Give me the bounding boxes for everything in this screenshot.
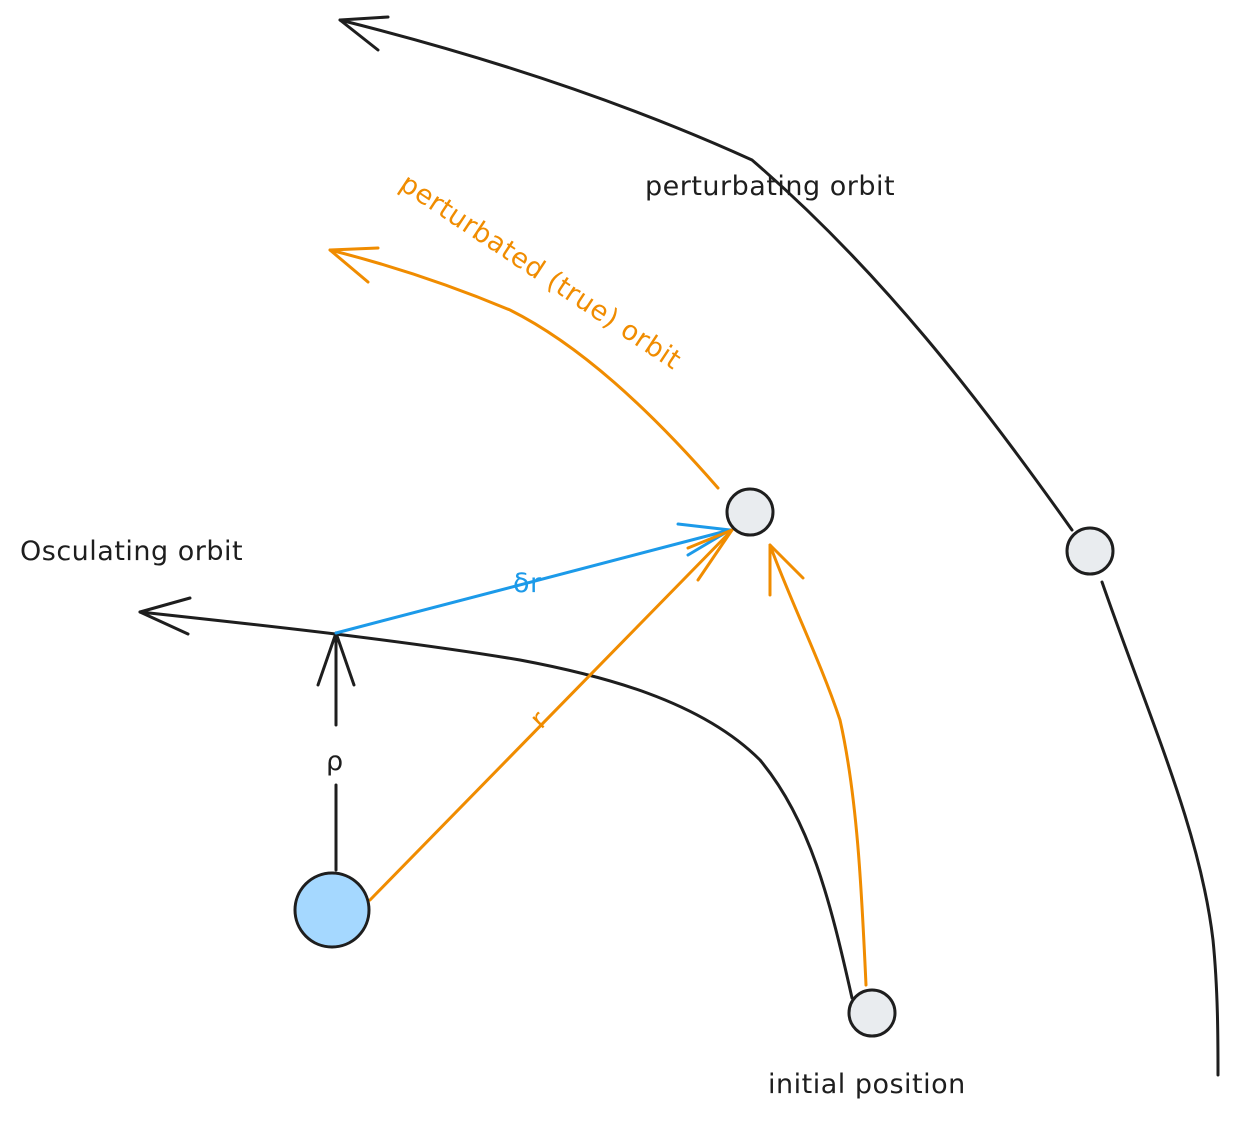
current-position-node	[725, 487, 775, 537]
perturbating-orbit-upper-curve	[338, 18, 1074, 532]
initial-position-label: initial position	[768, 1069, 966, 1100]
osculating-orbit	[138, 596, 854, 1000]
rho-label: ρ	[326, 746, 344, 777]
delta-r-label: δr	[513, 568, 542, 599]
perturbating-body-node	[1065, 526, 1115, 576]
perturbating-orbit-arrowhead	[338, 15, 390, 52]
osculating-orbit-curve	[138, 610, 854, 1000]
r-label: r	[524, 705, 554, 735]
central-body	[293, 871, 371, 949]
perturbated-orbit-label: perturbated (true) orbit	[394, 168, 686, 376]
delta-r-vector-line	[334, 528, 732, 635]
true-path-curve	[768, 543, 868, 987]
true-path-segment	[768, 543, 868, 987]
initial-position-node	[847, 988, 897, 1038]
true-path-arrowhead	[768, 543, 805, 597]
perturbated-orbit	[328, 246, 720, 490]
osculating-orbit-label: Osculating orbit	[20, 536, 243, 567]
perturbating-orbit-lower-curve	[1100, 580, 1220, 1077]
r-vector-arrowhead	[686, 528, 734, 582]
perturbated-orbit-arrowhead	[328, 246, 380, 284]
osculating-orbit-arrowhead	[138, 596, 192, 636]
r-vector-line	[368, 528, 734, 902]
perturbating-orbit	[338, 15, 1220, 1077]
perturbating-orbit-label: perturbating orbit	[645, 171, 895, 202]
r-vector	[368, 528, 734, 902]
perturbated-orbit-curve	[328, 248, 720, 490]
